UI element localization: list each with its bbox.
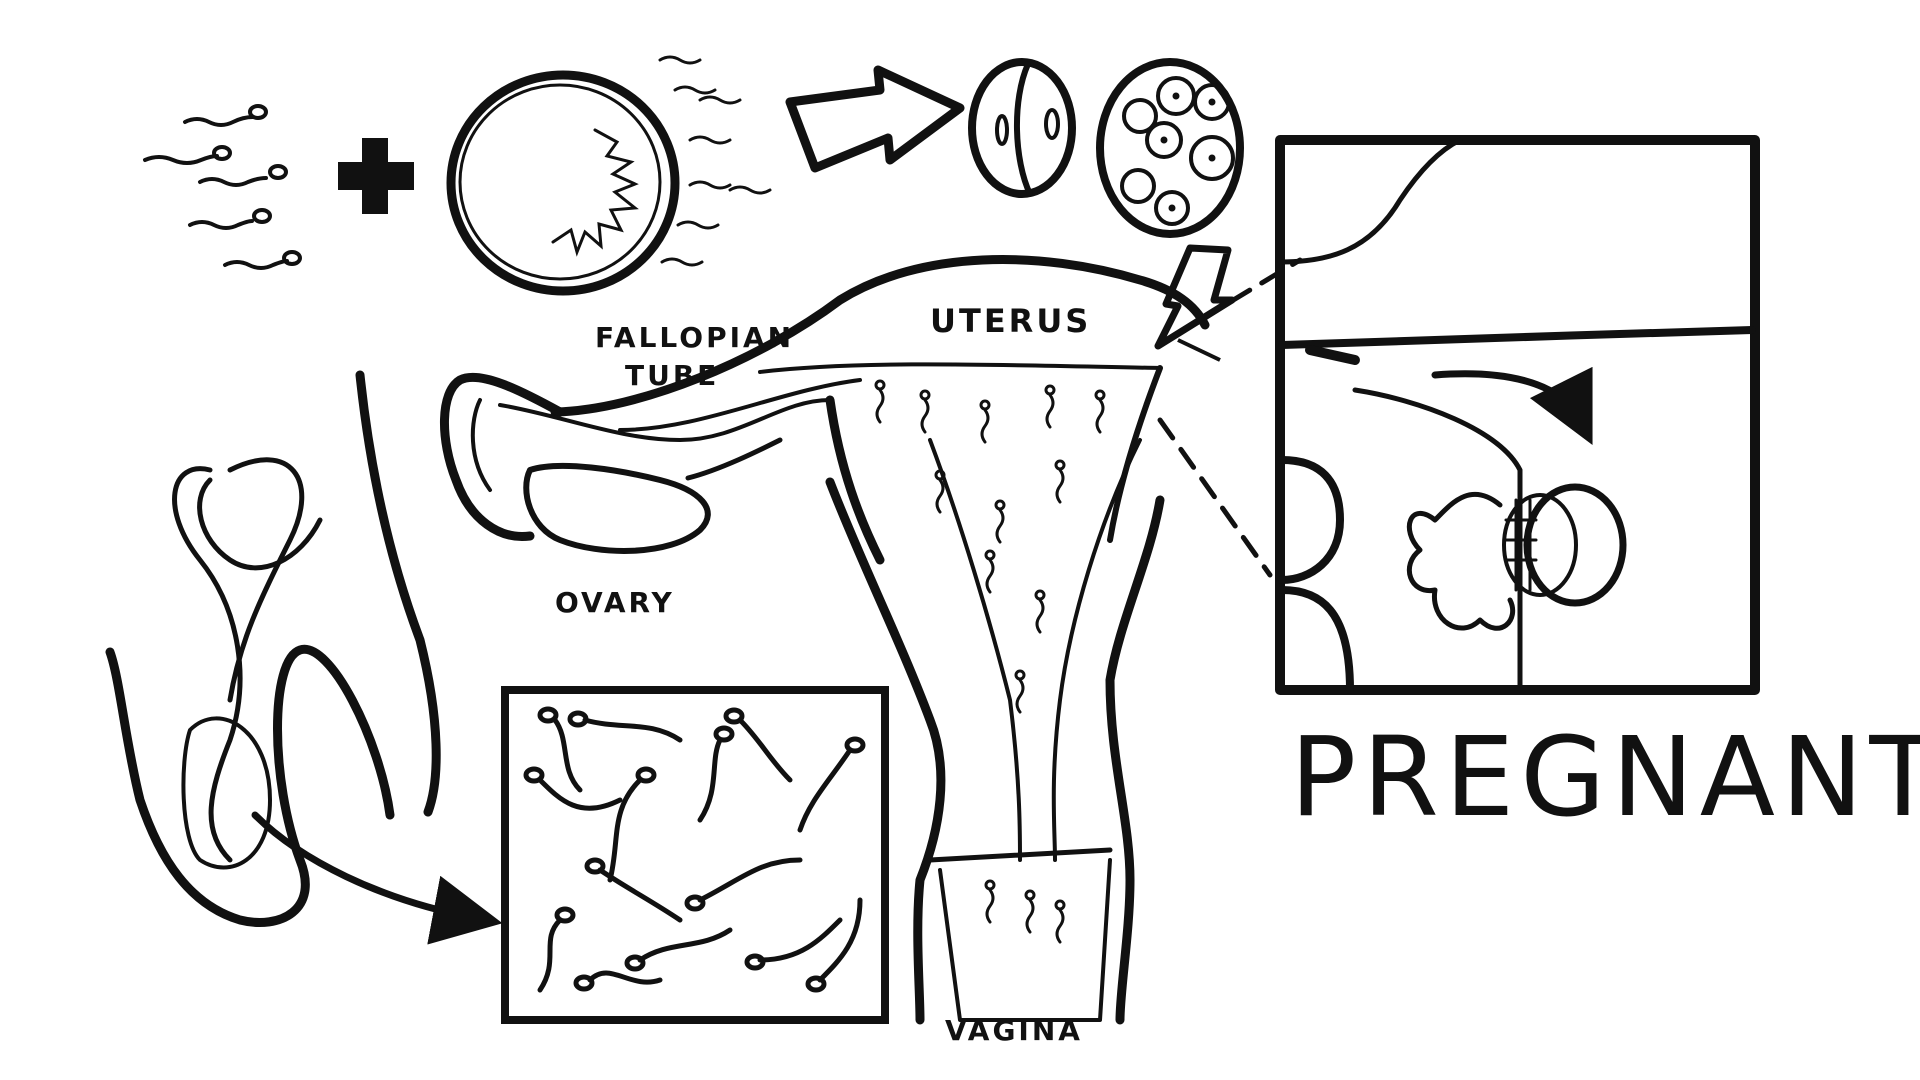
uterus-illustration <box>439 255 1303 1025</box>
uterus-label: UTERUS <box>930 302 1091 340</box>
fallopian-label-line1: FALLOPIAN <box>595 321 794 354</box>
sperm-icon <box>223 250 302 270</box>
two-cell-embryo-icon <box>968 58 1076 198</box>
sperm-icon <box>188 208 272 230</box>
fallopian-label-line2: TUBE <box>625 359 719 392</box>
ovary-label: OVARY <box>555 586 675 619</box>
sperm-icon <box>143 145 232 165</box>
arrow-icon <box>785 65 965 173</box>
sperm-icon <box>183 104 268 127</box>
sperm-closeup-box <box>501 686 889 1024</box>
male-organ-illustration <box>105 370 503 945</box>
implantation-inset <box>1275 135 1760 695</box>
plus-icon <box>338 138 414 214</box>
pregnant-label: PREGNANT <box>1290 713 1920 841</box>
vagina-label: VAGINA <box>945 1014 1083 1047</box>
morula-icon <box>1096 58 1244 238</box>
sperm-icon <box>198 164 288 187</box>
egg-icon <box>446 55 772 296</box>
sperm-group <box>143 104 302 270</box>
lightning-arrow-icon <box>1154 244 1236 362</box>
